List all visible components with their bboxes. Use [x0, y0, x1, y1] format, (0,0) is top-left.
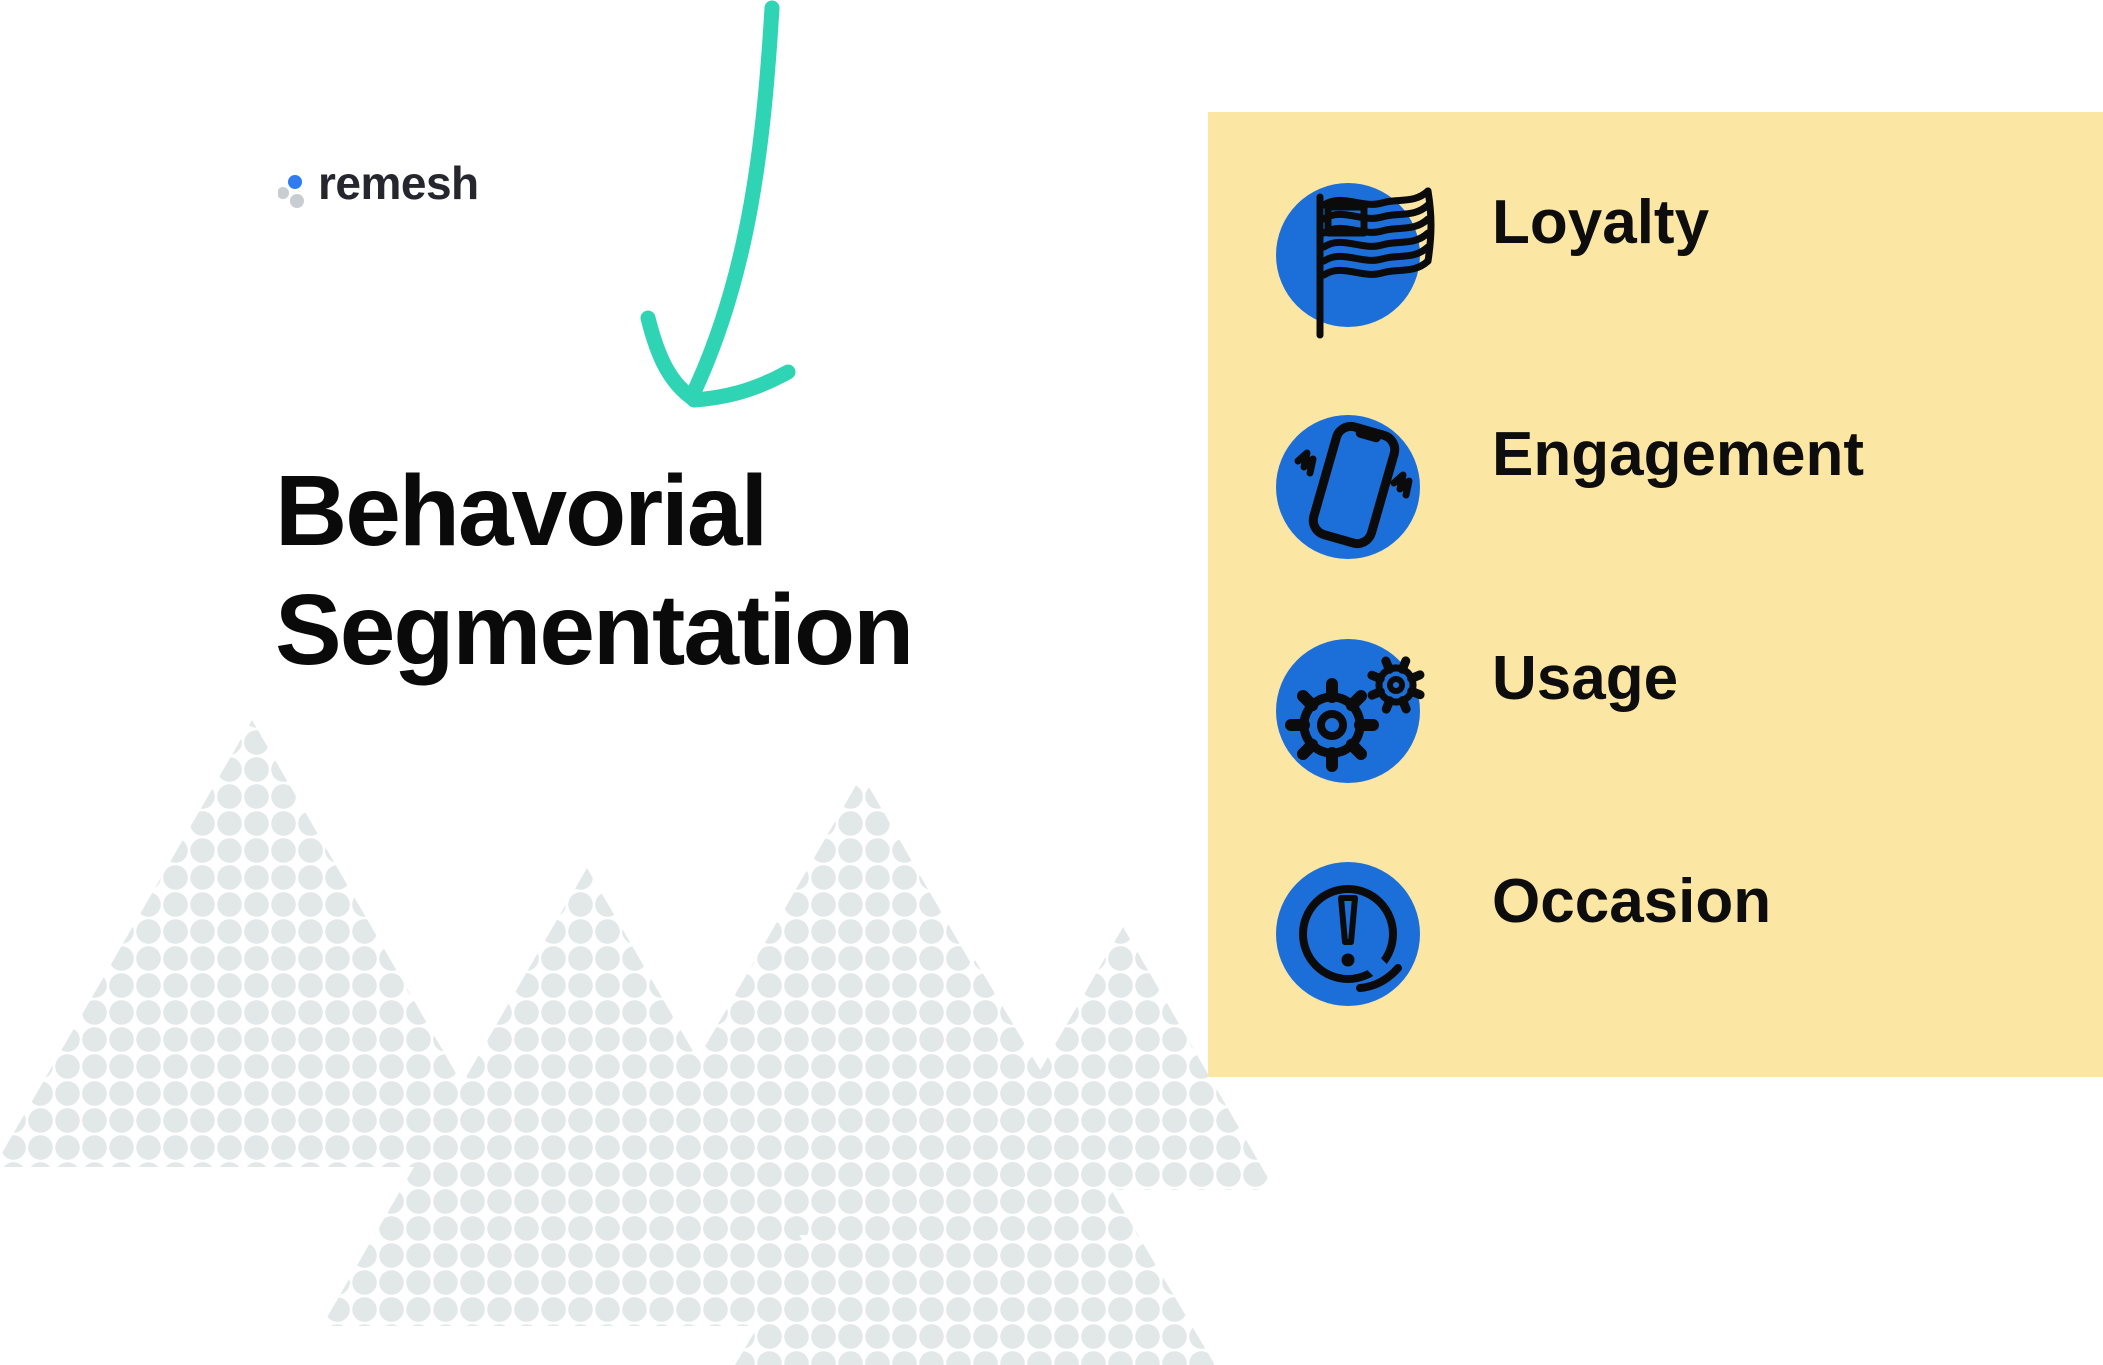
segmentation-panel: Loyalty Engagement [1208, 112, 2103, 1077]
page-title-line2: Segmentation [275, 574, 914, 686]
gears-icon [1285, 656, 1425, 772]
loyalty-icon-circle [1276, 183, 1435, 339]
circled-exclamation-icon [1299, 885, 1403, 993]
row-label-occasion: Occasion [1492, 866, 1772, 936]
flag-icon [1316, 187, 1435, 339]
panel-row-occasion: Occasion [1276, 862, 1771, 1006]
vibrating-phone-icon [1294, 421, 1413, 549]
occasion-icon-circle [1276, 862, 1420, 1006]
usage-icon-circle [1276, 639, 1425, 783]
remesh-logo-text: remesh [318, 157, 479, 209]
panel-row-engagement: Engagement [1276, 415, 1864, 559]
remesh-logo-dots-icon [278, 175, 304, 208]
panel-row-loyalty: Loyalty [1276, 183, 1710, 339]
curved-arrow-icon [640, 0, 796, 408]
row-label-engagement: Engagement [1492, 419, 1865, 489]
panel-row-usage: Usage [1276, 639, 1678, 783]
dotted-triangle [0, 720, 510, 1167]
engagement-icon-circle [1276, 415, 1420, 559]
row-label-loyalty: Loyalty [1492, 187, 1710, 257]
page-title-line1: Behavorial [275, 455, 768, 567]
page-title: Behavorial Segmentation [275, 452, 914, 690]
row-label-usage: Usage [1492, 643, 1679, 713]
remesh-logo: remesh [278, 156, 479, 210]
